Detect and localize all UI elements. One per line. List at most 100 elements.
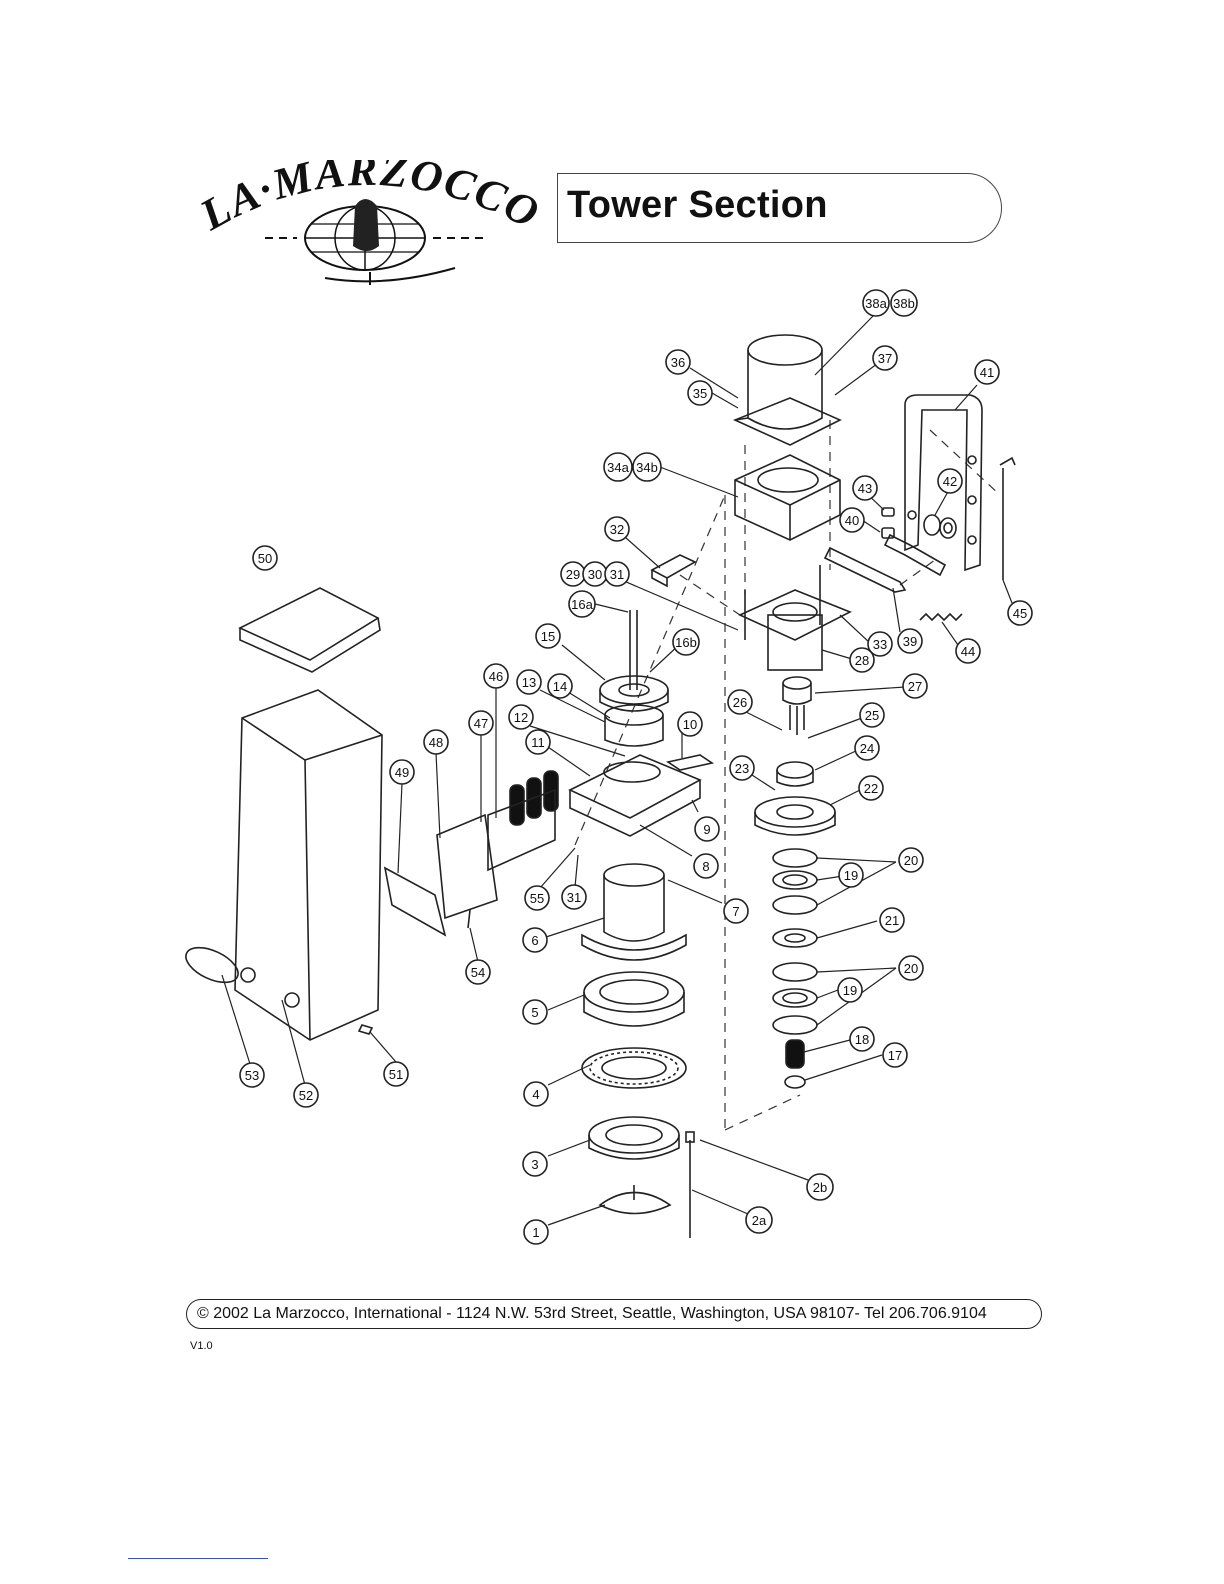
callout-34b: 34b: [632, 452, 662, 482]
page-title: Tower Section: [567, 184, 828, 226]
callout-39: 39: [897, 628, 923, 654]
washer-20d: [772, 1015, 818, 1035]
callout-42: 42: [937, 468, 963, 494]
pin-40: [881, 527, 895, 539]
grille-53: [185, 946, 239, 984]
motor-housing-38: [732, 334, 842, 446]
svg-text:1: 1: [532, 1225, 539, 1240]
tower-cover-52: [234, 689, 383, 1041]
svg-text:43: 43: [858, 481, 872, 496]
svg-text:48: 48: [429, 735, 443, 750]
svg-text:16b: 16b: [675, 635, 697, 650]
footer-text: © 2002 La Marzocco, International - 1124…: [197, 1305, 987, 1322]
callout-11: 11: [525, 729, 551, 755]
callout-46: 46: [483, 663, 509, 689]
callout-48: 48: [423, 729, 449, 755]
svg-text:9: 9: [703, 822, 710, 837]
svg-text:39: 39: [903, 634, 917, 649]
plate-48: [436, 813, 498, 920]
bearing-21: [772, 928, 818, 948]
callout-16b: 16b: [672, 628, 700, 656]
callout-53: 53: [239, 1062, 265, 1088]
circuit-board-47: [487, 788, 556, 872]
callout-13: 13: [516, 669, 542, 695]
callout-27: 27: [902, 673, 928, 699]
washer-20c: [772, 962, 818, 982]
nut-24: [776, 761, 814, 787]
svg-text:28: 28: [855, 653, 869, 668]
callout-6: 6: [522, 927, 548, 953]
callout-51: 51: [383, 1061, 409, 1087]
svg-text:34b: 34b: [636, 460, 658, 475]
svg-text:38a: 38a: [865, 296, 887, 311]
bushings-42: [923, 514, 957, 539]
svg-text:12: 12: [514, 710, 528, 725]
callout-17: 17: [882, 1042, 908, 1068]
svg-text:6: 6: [531, 933, 538, 948]
callout-12: 12: [508, 704, 534, 730]
column-bracket-28: [738, 565, 852, 671]
nut-17: [784, 1075, 806, 1089]
callout-23: 23: [729, 755, 755, 781]
callout-15: 15: [535, 623, 561, 649]
callout-18: 18: [849, 1026, 875, 1052]
svg-text:11: 11: [531, 735, 545, 750]
svg-text:19: 19: [844, 868, 858, 883]
callout-8: 8: [693, 853, 719, 879]
title-box: Tower Section: [557, 173, 1002, 243]
callout-30: 30: [582, 561, 608, 587]
callout-21: 21: [879, 907, 905, 933]
callout-31-top: 31: [604, 561, 630, 587]
callout-2b: 2b: [806, 1173, 834, 1201]
thrust-19b: [772, 988, 818, 1008]
callout-43: 43: [852, 475, 878, 501]
bearing-15-16b: [599, 675, 669, 712]
callout-14: 14: [547, 673, 573, 699]
svg-text:30: 30: [588, 567, 602, 582]
svg-text:32: 32: [610, 522, 624, 537]
svg-text:38b: 38b: [893, 296, 915, 311]
callout-31-lower: 31: [561, 884, 587, 910]
svg-text:35: 35: [693, 386, 707, 401]
svg-text:5: 5: [531, 1005, 538, 1020]
plate-49: [383, 866, 447, 937]
svg-text:40: 40: [845, 513, 859, 528]
callout-2a: 2a: [745, 1206, 773, 1234]
callout-24: 24: [854, 735, 880, 761]
svg-text:22: 22: [864, 781, 878, 796]
bottom-rule: [128, 1558, 268, 1559]
callout-38b: 38b: [890, 289, 918, 317]
svg-text:49: 49: [395, 765, 409, 780]
svg-text:26: 26: [733, 695, 747, 710]
svg-text:3: 3: [531, 1157, 538, 1172]
spring-44: [919, 612, 963, 622]
assembly-guide-lines: [574, 420, 1001, 1131]
lever-39: [823, 546, 907, 593]
callout-16a: 16a: [568, 590, 596, 618]
svg-text:52: 52: [299, 1088, 313, 1103]
svg-text:16a: 16a: [571, 597, 593, 612]
svg-text:47: 47: [474, 716, 488, 731]
blade-1: [598, 1185, 672, 1215]
callout-54: 54: [465, 959, 491, 985]
svg-text:54: 54: [471, 965, 485, 980]
svg-text:14: 14: [553, 679, 567, 694]
callout-7: 7: [723, 898, 749, 924]
callout-5: 5: [522, 999, 548, 1025]
callout-38a: 38a: [862, 289, 890, 317]
lid-50: [238, 587, 381, 673]
svg-text:37: 37: [878, 351, 892, 366]
callout-45: 45: [1007, 600, 1033, 626]
callout-3: 3: [522, 1151, 548, 1177]
callout-29: 29: [560, 561, 586, 587]
callout-41: 41: [974, 359, 1000, 385]
callout-33: 33: [867, 631, 893, 657]
rod-45: [999, 456, 1016, 580]
washer-20a: [772, 848, 818, 868]
svg-text:42: 42: [943, 474, 957, 489]
svg-text:51: 51: [389, 1067, 403, 1082]
svg-text:7: 7: [732, 904, 739, 919]
callout-19-upper: 19: [838, 862, 864, 888]
callout-36: 36: [665, 349, 691, 375]
